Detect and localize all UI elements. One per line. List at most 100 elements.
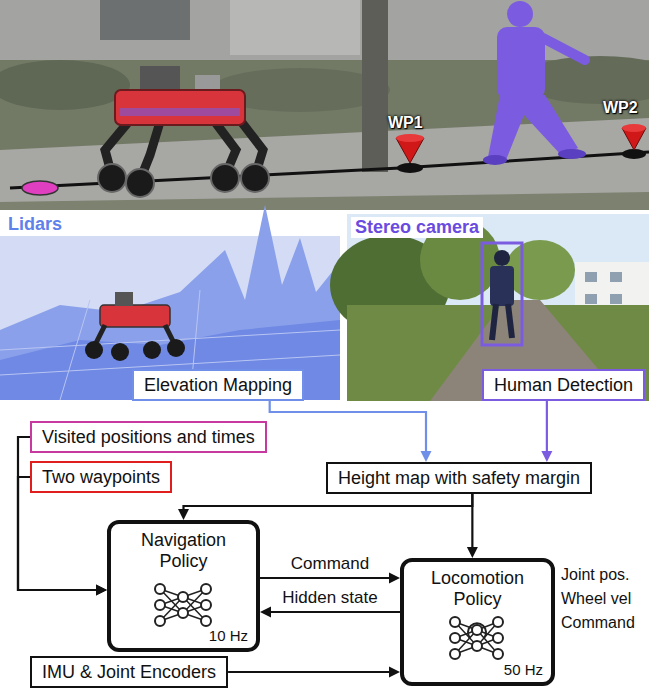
camera-photo xyxy=(330,214,649,401)
illustration-shape xyxy=(450,633,460,643)
connector xyxy=(541,401,552,462)
connector-line xyxy=(471,494,473,549)
illustration-shape xyxy=(211,164,239,192)
illustration-shape xyxy=(483,155,507,165)
illustration-shape xyxy=(493,649,503,659)
arrowhead xyxy=(389,573,400,584)
illustration-shape xyxy=(450,617,460,627)
illustration-shape xyxy=(492,304,496,340)
illustration-shape xyxy=(490,266,514,306)
box-label: Two waypoints xyxy=(42,466,160,488)
illustration-shape xyxy=(494,250,510,266)
connector-line xyxy=(18,477,98,590)
policy-title: Navigation Policy xyxy=(111,530,256,572)
illustration-shape xyxy=(397,163,423,173)
illustration-shape xyxy=(22,181,58,195)
illustration-shape xyxy=(505,240,575,300)
output-label: Command xyxy=(561,614,635,632)
illustration-shape xyxy=(0,60,130,110)
illustration-shape xyxy=(455,622,498,654)
illustration-shape xyxy=(0,192,649,210)
frequency-label: 50 Hz xyxy=(504,661,543,679)
connector-line xyxy=(260,577,391,579)
arrowhead xyxy=(467,547,478,558)
illustration-shape xyxy=(543,38,585,60)
panel-heading: Lidars xyxy=(4,214,66,235)
connector-line xyxy=(546,401,548,453)
arrowhead xyxy=(541,451,552,462)
illustration-shape xyxy=(155,584,165,594)
frequency-label: 10 Hz xyxy=(209,627,248,645)
connector-line xyxy=(270,401,426,453)
illustration-shape xyxy=(140,66,180,93)
illustration-shape xyxy=(120,108,240,116)
illustration-shape xyxy=(450,649,460,659)
input-box: Two waypoints xyxy=(30,461,172,493)
illustration-shape xyxy=(178,592,188,602)
illustration-shape xyxy=(115,90,245,125)
box-label: Human Detection xyxy=(494,374,633,396)
arrowhead xyxy=(96,585,107,596)
illustration-shape xyxy=(155,616,165,626)
illustration-shape xyxy=(472,641,482,651)
arrowhead xyxy=(96,585,107,596)
street-photo xyxy=(0,0,649,210)
illustration-shape xyxy=(507,1,533,27)
box-label: Elevation Mapping xyxy=(144,374,292,396)
policy-box: Navigation Policy 10 Hz xyxy=(107,520,260,652)
illustration-shape xyxy=(482,243,522,345)
illustration-shape xyxy=(167,339,185,357)
input-box: Height map with safety margin xyxy=(326,462,592,494)
edge-label: Hidden state xyxy=(280,588,379,608)
recurrent-network-icon xyxy=(450,617,503,659)
connector xyxy=(228,667,400,678)
illustration-shape xyxy=(201,584,211,594)
illustration-shape xyxy=(585,272,597,282)
connector-line xyxy=(269,611,400,613)
illustration-shape xyxy=(508,304,512,338)
arrowhead xyxy=(389,667,400,678)
arrowhead xyxy=(178,509,189,520)
illustration-shape xyxy=(160,589,206,621)
arrowhead xyxy=(260,607,271,618)
illustration-shape xyxy=(155,584,211,626)
connector xyxy=(260,573,400,584)
connector-line xyxy=(184,494,473,511)
arrowhead xyxy=(421,451,432,462)
illustration-shape xyxy=(472,625,482,635)
illustration-shape xyxy=(0,320,340,400)
robot xyxy=(98,66,269,197)
illustration-shape xyxy=(178,608,188,618)
connector xyxy=(260,607,400,618)
sensor-panel: LidarsElevation Mapping xyxy=(0,214,340,401)
illustration-shape xyxy=(622,124,646,132)
illustration-shape xyxy=(115,292,133,306)
illustration-shape xyxy=(362,0,388,172)
illustration-shape xyxy=(450,617,503,659)
edge-label: Command xyxy=(289,554,371,574)
network-icon xyxy=(155,584,211,626)
connector xyxy=(270,401,432,462)
illustration-shape xyxy=(111,343,129,361)
illustration-shape xyxy=(493,633,503,643)
connector-line xyxy=(18,437,98,590)
input-box: Visited positions and times xyxy=(30,421,267,453)
illustration-shape xyxy=(396,134,424,142)
input-box: IMU & Joint Encoders xyxy=(30,656,228,688)
waypoint-label: WP2 xyxy=(603,99,638,117)
illustration-shape xyxy=(610,272,622,282)
illustration-shape xyxy=(497,27,545,99)
illustration-shape xyxy=(610,294,622,304)
person xyxy=(483,1,586,165)
connector-line xyxy=(228,671,391,673)
illustration-shape xyxy=(585,294,597,304)
illustration-shape xyxy=(100,0,190,40)
illustration-shape xyxy=(241,164,269,192)
waypoint-label: WP1 xyxy=(388,114,423,132)
output-label: Joint pos. xyxy=(561,566,629,584)
illustration-shape xyxy=(155,600,165,610)
illustration-shape xyxy=(0,205,340,400)
policy-box: Locomotion Policy50 Hz xyxy=(400,558,555,686)
box-label: IMU & Joint Encoders xyxy=(42,661,216,683)
